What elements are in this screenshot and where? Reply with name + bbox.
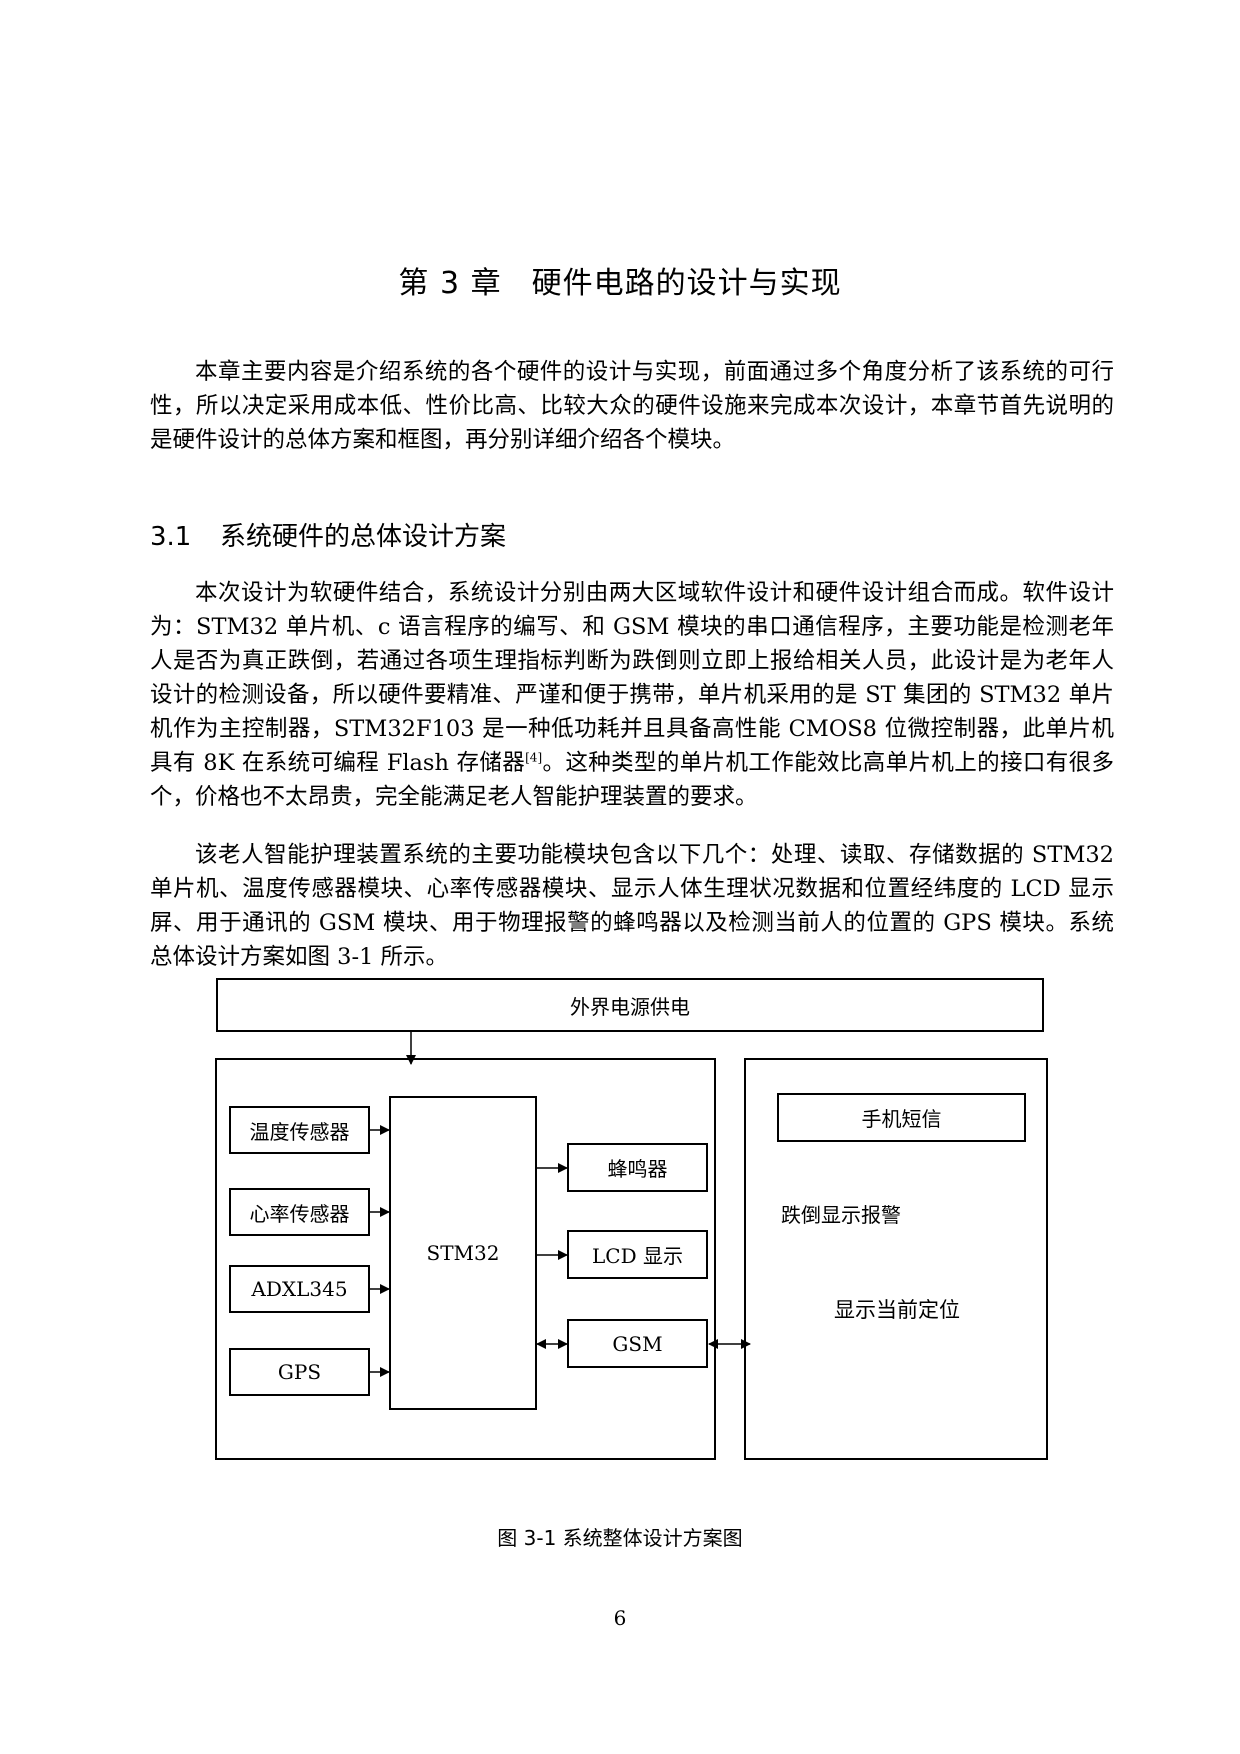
temperature-sensor-box: 温度传感器 <box>229 1106 370 1154</box>
heart-rate-sensor-label: 心率传感器 <box>249 1201 350 1226</box>
power-supply-label: 外界电源供电 <box>570 994 690 1019</box>
location-label: 显示当前定位 <box>834 1298 960 1322</box>
remote-unit-frame <box>744 1058 1048 1460</box>
buzzer-label: 蜂鸣器 <box>607 1157 668 1181</box>
sms-box: 手机短信 <box>777 1093 1026 1142</box>
chapter-number: 第 3 章 <box>398 266 502 301</box>
stm32-label: STM32 <box>426 1241 500 1265</box>
gps-label: GPS <box>277 1360 322 1384</box>
design-paragraph-text-a: 本次设计为软硬件结合，系统设计分别由两大区域软件设计和硬件设计组合而成。软件设计… <box>150 580 1114 776</box>
lcd-display-box: LCD 显示 <box>567 1230 708 1279</box>
figure-caption: 图 3-1 系统整体设计方案图 <box>497 1526 743 1550</box>
chapter-title-text: 硬件电路的设计与实现 <box>531 266 842 301</box>
fall-alarm-label: 跌倒显示报警 <box>781 1203 901 1227</box>
adxl345-box: ADXL345 <box>229 1265 370 1313</box>
chapter-title: 第 3 章硬件电路的设计与实现 <box>0 258 1240 302</box>
design-paragraph: 本次设计为软硬件结合，系统设计分别由两大区域软件设计和硬件设计组合而成。软件设计… <box>150 576 1114 814</box>
modules-paragraph: 该老人智能护理装置系统的主要功能模块包含以下几个：处理、读取、存储数据的 STM… <box>150 842 1114 970</box>
intro-paragraph: 本章主要内容是介绍系统的各个硬件的设计与实现，前面通过多个角度分析了该系统的可行… <box>150 359 1114 453</box>
main-unit-frame <box>215 1058 716 1460</box>
gsm-label: GSM <box>612 1331 663 1356</box>
design-paragraph-text-b: 。这种类型的单片机工作能效比高单片机上的接口有很多个，价格也不太昂贵，完全能满足… <box>150 750 1114 810</box>
page-number: 6 <box>613 1606 627 1630</box>
section-title-text: 系统硬件的总体设计方案 <box>220 522 507 552</box>
heart-rate-sensor-box: 心率传感器 <box>229 1188 370 1236</box>
buzzer-box: 蜂鸣器 <box>567 1143 708 1192</box>
gps-box: GPS <box>229 1348 370 1396</box>
citation-ref: [4] <box>525 750 543 765</box>
adxl345-label: ADXL345 <box>251 1277 348 1301</box>
stm32-box: STM32 <box>389 1096 537 1410</box>
power-supply-box: 外界电源供电 <box>216 978 1044 1032</box>
sms-label: 手机短信 <box>861 1107 942 1131</box>
lcd-display-label: LCD 显示 <box>592 1244 683 1268</box>
temperature-sensor-label: 温度传感器 <box>249 1119 350 1144</box>
gsm-box: GSM <box>567 1319 708 1368</box>
section-number: 3.1 <box>150 522 192 552</box>
section-heading: 3.1 系统硬件的总体设计方案 <box>150 516 506 553</box>
